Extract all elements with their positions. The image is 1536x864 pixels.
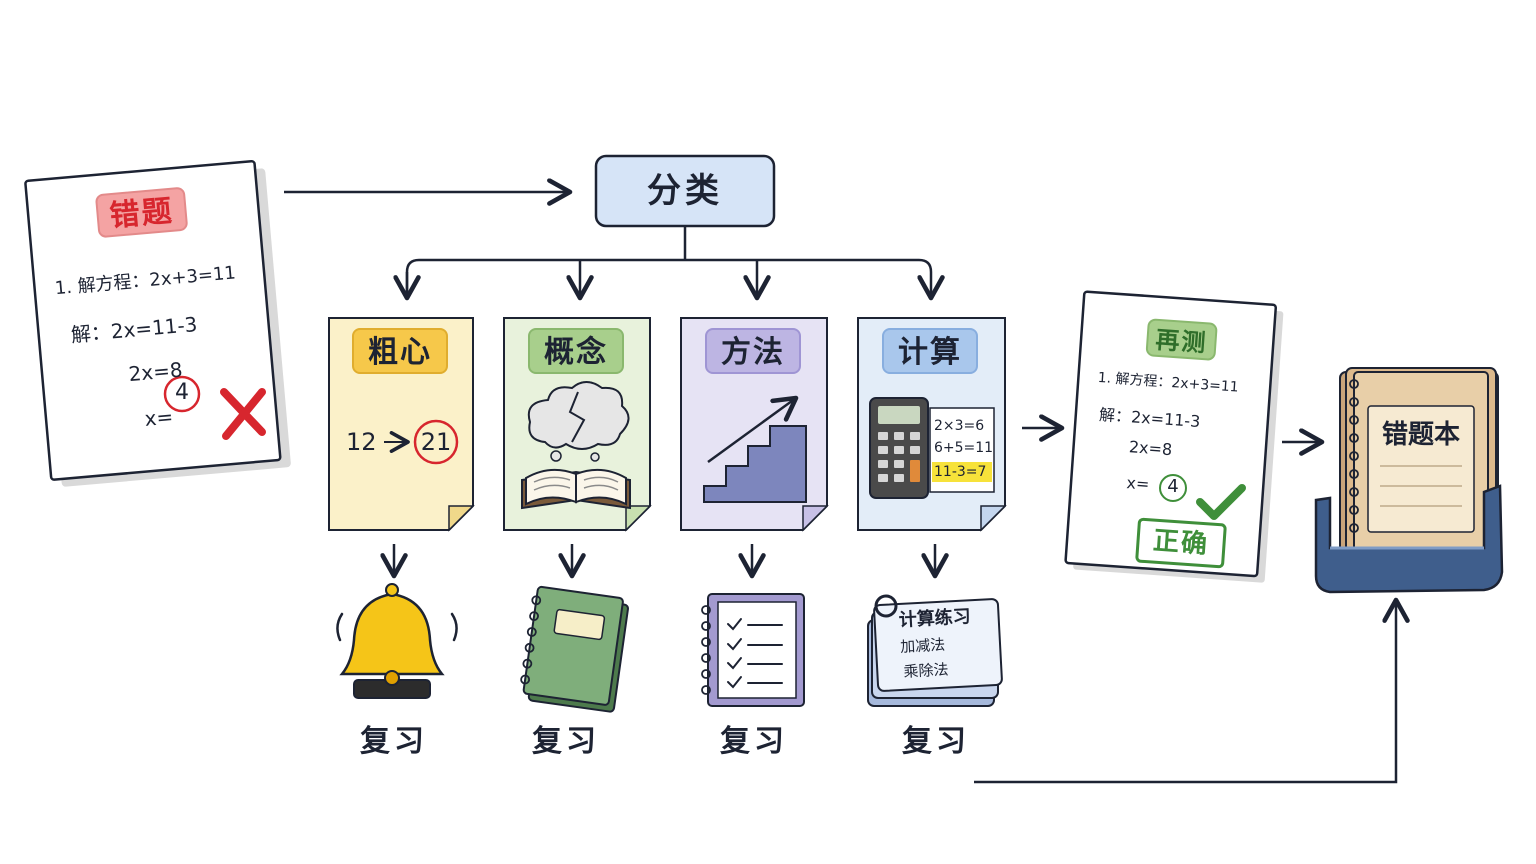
bell-icon [336,583,458,699]
review-label-4: 复习 [902,724,970,759]
retest-line1: 1. 解方程：2x+3=11 [1097,369,1240,396]
open-book-icon [521,468,631,510]
retest-line3: 2x=8 [1128,437,1173,460]
notebook-label: 错题本 [1381,420,1460,450]
retest-answer: 4 [1167,476,1179,497]
flashcards-icon [867,594,1003,707]
error-notebook-icon [1339,367,1499,559]
careless-note-from: 12 [346,428,377,456]
flashcard-line1: 计算练习 [898,606,972,632]
classify-label: 分类 [647,171,723,211]
broken-cloud-icon [527,381,630,462]
calc-line-2: 6+5=11 [934,440,994,456]
tray-icon [1314,484,1504,594]
category-tag-concept: 概念 [528,328,624,374]
careless-note-to: 21 [420,428,452,456]
wrong-question-line4: x= [143,404,175,431]
category-tag-careless: 粗心 [352,328,448,374]
retest-tag: 再测 [1145,318,1218,361]
wrong-question-content: 错题 1. 解方程：2x+3=11 解：2x=11-3 2x=8 x= [23,161,278,480]
correct-stamp [1135,517,1227,569]
flashcard-line2: 加减法 [899,635,946,656]
calc-line-1: 2×3=6 [934,418,985,434]
red-x-icon [220,388,266,440]
wrong-question-paper [24,159,291,487]
answer-circle [163,375,201,413]
review-label-3: 复习 [720,724,788,759]
flashcard-text: 计算练习 加减法 乘除法 [874,601,1002,683]
loop-back-arrow [974,597,1410,784]
calc-line-3: 11-3=7 [934,464,987,480]
calc-highlight [932,462,992,482]
correct-stamp-text: 正确 [1152,526,1210,560]
green-notebook-icon [520,585,629,713]
checklist-notebook-icon [701,593,805,707]
stairs-icon [703,395,807,503]
wrong-question-tag: 错题 [94,186,189,239]
wrong-question-line2: 解：2x=11-3 [69,312,199,347]
checkmark-icon [1196,484,1246,520]
review-label-2: 复习 [532,724,600,759]
category-tag-method: 方法 [705,328,801,374]
retest-line2: 解：2x=11-3 [1098,405,1201,432]
review-arrows [380,544,949,579]
careless-answer-circle [413,419,459,465]
branch-connectors [393,226,945,301]
category-tag-calculation: 计算 [882,328,978,374]
retest-answer-circle [1159,474,1187,502]
calculator-icon [869,397,929,499]
wrong-question-line1: 1. 解方程：2x+3=11 [53,262,237,300]
retest-line4: x= [1125,473,1150,494]
wrong-question-answer: 4 [175,380,189,405]
review-label-1: 复习 [360,724,428,759]
